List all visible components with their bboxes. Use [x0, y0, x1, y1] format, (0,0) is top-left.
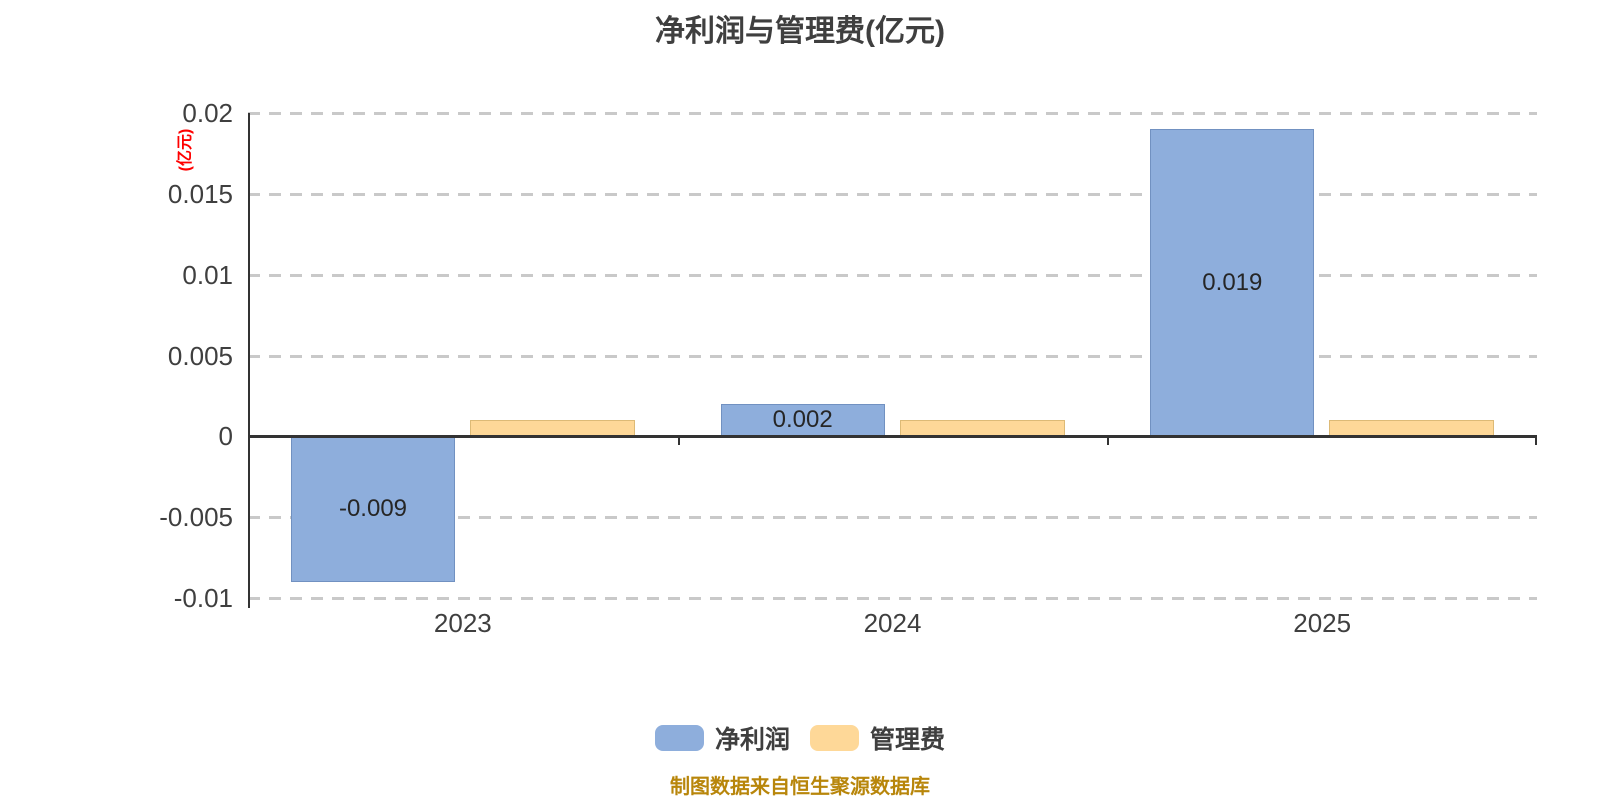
- bar-net-profit-2024: 0.002: [720, 404, 885, 437]
- plot-area: -0.009 0.002 0.019: [248, 112, 1537, 608]
- y-tick-label: -0.01: [173, 583, 233, 613]
- y-axis-line: [248, 113, 250, 608]
- y-tick-label: 0.015: [167, 178, 233, 209]
- gridline: [248, 192, 1537, 196]
- bar-value-label: 0.019: [1202, 268, 1263, 296]
- gridline: [248, 597, 1537, 600]
- y-tick-label: 0.02: [182, 98, 233, 128]
- x-axis-tick: [248, 435, 250, 446]
- gridline: [248, 354, 1537, 358]
- gridline: [248, 273, 1537, 277]
- bar-mgmt-fee-2023: [470, 420, 635, 437]
- bar-net-profit-2025: 0.019: [1150, 129, 1315, 437]
- gridline: [248, 516, 1537, 520]
- gridline: [248, 112, 1537, 115]
- bar-value-label: 0.002: [772, 406, 833, 434]
- x-tick-label-2024: 2024: [863, 608, 922, 638]
- bar-net-profit-2023: -0.009: [291, 436, 455, 582]
- bar-mgmt-fee-2025: [1329, 420, 1495, 437]
- legend-item-mgmt-fee[interactable]: 管理费: [810, 720, 945, 756]
- y-tick-label: 0.01: [182, 259, 233, 290]
- legend-swatch-mgmt-fee: [810, 725, 859, 751]
- legend-swatch-net-profit: [654, 725, 704, 751]
- y-tick-label: 0.005: [167, 340, 233, 371]
- y-tick-label: -0.005: [159, 502, 233, 533]
- legend-label: 净利润: [714, 726, 790, 754]
- x-axis-line: [248, 435, 1537, 439]
- x-tick-label-2025: 2025: [1293, 608, 1352, 638]
- x-axis-tick: [1107, 435, 1110, 446]
- chart-title: 净利润与管理费(亿元): [655, 15, 945, 48]
- source-note: 制图数据来自恒生聚源数据库: [670, 776, 930, 798]
- x-axis-tick: [677, 435, 680, 446]
- legend-item-net-profit[interactable]: 净利润: [654, 720, 790, 756]
- bar-mgmt-fee-2024: [899, 420, 1065, 437]
- y-axis-unit-label: (亿元): [177, 128, 194, 172]
- y-tick-label: 0: [218, 421, 233, 452]
- x-tick-label-2023: 2023: [433, 608, 492, 638]
- legend-label: 管理费: [870, 726, 946, 754]
- legend: 净利润 管理费: [0, 720, 1600, 756]
- bar-value-label: -0.009: [338, 495, 408, 523]
- x-axis-tick: [1535, 435, 1537, 446]
